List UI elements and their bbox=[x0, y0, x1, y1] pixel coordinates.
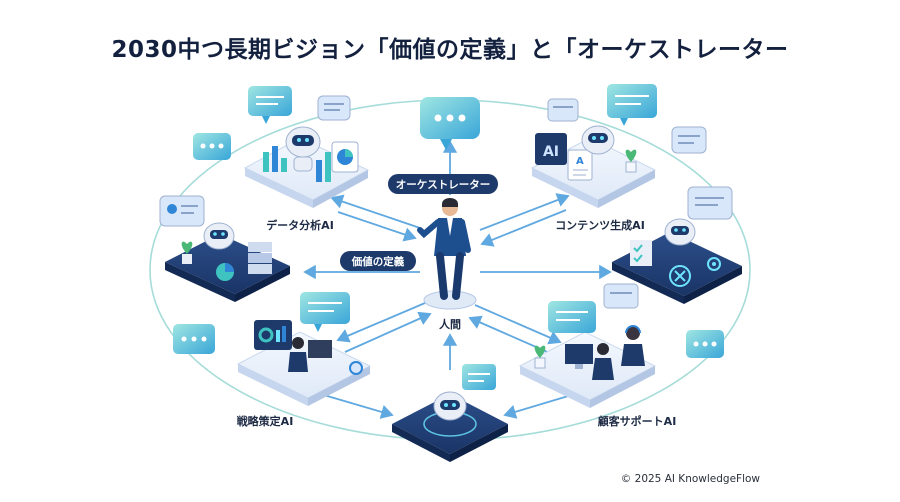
chat-bubble-icon bbox=[248, 86, 292, 124]
arrow-from-content bbox=[480, 209, 567, 247]
chat-bubble-icon bbox=[548, 301, 596, 333]
support-platform bbox=[518, 325, 657, 408]
plant-icon bbox=[181, 241, 193, 264]
chat-bubble-icon bbox=[462, 364, 496, 390]
svg-text:価値の定義: 価値の定義 bbox=[351, 255, 405, 268]
label-content-generation-ai: コンテンツ生成AI bbox=[555, 218, 645, 232]
chat-bubble-icon bbox=[300, 292, 350, 332]
chat-dots-bubble-icon bbox=[193, 133, 231, 160]
robot-icon bbox=[581, 125, 615, 155]
top-chat-bubble-icon bbox=[420, 97, 480, 150]
process-node-icon bbox=[669, 265, 691, 287]
server-icon bbox=[248, 242, 272, 274]
plant-icon bbox=[534, 345, 546, 369]
chat-bubble-icon bbox=[603, 283, 639, 309]
robot-icon bbox=[664, 218, 696, 246]
copyright-notice: © 2025 AI KnowledgeFlow bbox=[620, 473, 760, 485]
arrow-to-data-analysis bbox=[330, 194, 421, 229]
profile-card-icon bbox=[159, 195, 205, 227]
svg-text:オーケストレーター: オーケストレーター bbox=[396, 179, 491, 191]
plant-icon bbox=[625, 149, 637, 173]
strategy-platform bbox=[236, 320, 372, 406]
arrow-to-strategy bbox=[336, 302, 426, 343]
label-human: 人間 bbox=[439, 317, 461, 331]
content-generation-platform: AI A bbox=[530, 125, 657, 208]
bottom-ai-platform bbox=[392, 391, 508, 462]
svg-text:A: A bbox=[576, 156, 584, 167]
chat-bubble-icon bbox=[607, 84, 657, 126]
arrow-to-content bbox=[479, 193, 570, 231]
person-at-desk-icon bbox=[288, 337, 332, 372]
computer-icon bbox=[565, 344, 593, 369]
left-data-platform bbox=[165, 222, 290, 302]
chat-dots-bubble-icon bbox=[173, 324, 215, 354]
person-at-desk-icon bbox=[592, 343, 614, 380]
chat-bubble-icon bbox=[547, 98, 579, 122]
robot-icon bbox=[285, 126, 321, 172]
gear-icon bbox=[707, 257, 721, 271]
human-orchestrator-figure bbox=[417, 198, 477, 310]
label-customer-support-ai: 顧客サポートAI bbox=[598, 414, 677, 428]
label-strategy-ai: 戦略策定AI bbox=[237, 414, 294, 428]
data-analysis-platform bbox=[243, 126, 370, 208]
page-title: 2030中つ長期ビジョン「価値の定義」と「オーケストレーター bbox=[111, 37, 789, 63]
document-icon: A bbox=[567, 149, 593, 181]
headset-agent-icon bbox=[621, 325, 645, 366]
gear-icon bbox=[349, 361, 363, 375]
chat-bubble-icon bbox=[687, 186, 733, 220]
arrow-to-support bbox=[474, 304, 562, 345]
chat-dots-bubble-icon bbox=[686, 330, 724, 358]
pie-chart-icon bbox=[216, 263, 234, 281]
arrow-from-strategy bbox=[344, 311, 432, 353]
right-workflow-platform bbox=[612, 218, 742, 304]
value-definition-pill: 価値の定義 bbox=[340, 251, 416, 271]
pie-chart-icon bbox=[331, 141, 359, 173]
chat-bubble-icon bbox=[317, 95, 351, 121]
chat-bubble-icon bbox=[671, 126, 707, 154]
svg-text:AI: AI bbox=[543, 144, 559, 160]
arrow-from-data-analysis bbox=[337, 211, 417, 242]
orchestrator-pill: オーケストレーター bbox=[388, 174, 498, 194]
robot-icon bbox=[203, 222, 235, 250]
label-data-analysis-ai: データ分析AI bbox=[266, 218, 334, 232]
robot-icon bbox=[433, 391, 467, 421]
checklist-icon bbox=[630, 240, 652, 266]
ai-screen-icon: AI bbox=[535, 133, 567, 165]
dashboard-screen-icon bbox=[254, 320, 292, 350]
